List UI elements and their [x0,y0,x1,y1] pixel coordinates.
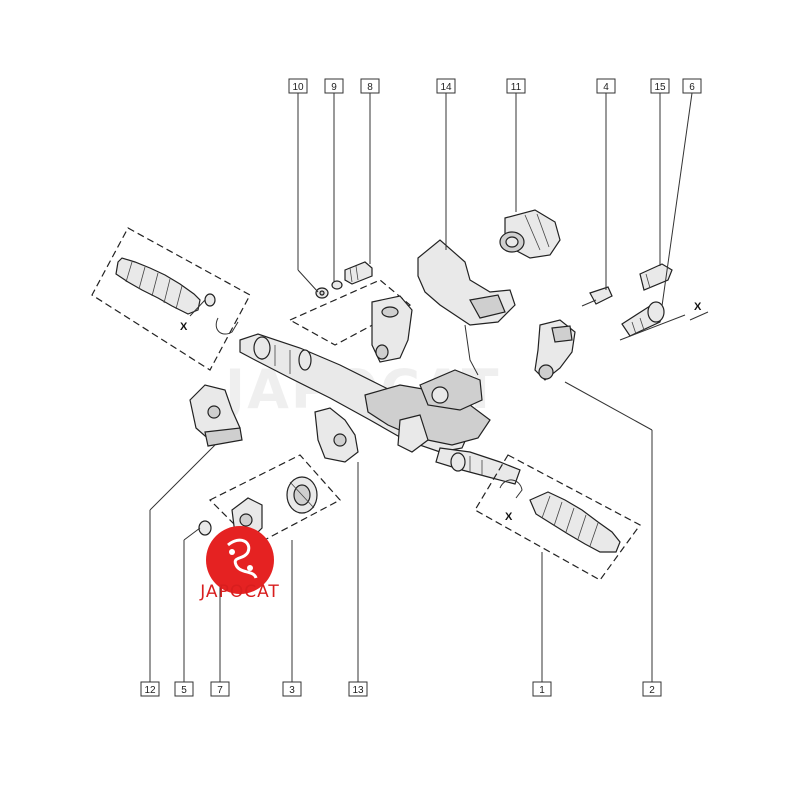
bushing-clamp-group [198,454,341,546]
steering-rack [239,333,521,485]
callout-13: 13 [348,681,368,697]
callout-15: 15 [650,78,670,94]
left-boot-group: X [91,227,251,371]
callout-4: 4 [596,78,616,94]
dim-x-right: X [505,511,513,523]
left-mount-bracket [189,384,243,447]
callout-2: 2 [642,681,662,697]
right-mount-bracket: X [534,263,709,381]
callout-9: 9 [324,78,344,94]
center-bracket [314,407,359,463]
callout-labels: 10 9 8 14 11 4 15 6 12 5 7 3 13 1 2 [140,78,702,697]
svg-text:7: 7 [217,685,223,696]
svg-text:2: 2 [649,685,655,696]
svg-text:12: 12 [144,685,156,696]
dim-x-bolt: X [694,301,702,313]
callout-14: 14 [436,78,456,94]
svg-text:9: 9 [331,82,337,93]
svg-text:1: 1 [539,685,545,696]
callout-11: 11 [506,78,526,94]
leader-lines [149,92,693,688]
center-clamp-group [288,261,413,363]
svg-text:8: 8 [367,82,373,93]
callout-10: 10 [288,78,308,94]
logo-text: JAPOCAT [199,582,280,602]
steering-column-seal [499,209,561,259]
callout-6: 6 [682,78,702,94]
heat-shield [417,239,516,376]
svg-text:5: 5 [181,685,187,696]
callout-5: 5 [174,681,194,697]
japocat-logo: JAPOCAT [199,526,280,602]
callout-1: 1 [532,681,552,697]
right-boot-group: X [474,454,641,581]
svg-text:11: 11 [511,82,522,93]
logo-glyph-icon [227,538,258,579]
svg-text:6: 6 [689,82,695,93]
callout-7: 7 [210,681,230,697]
svg-text:14: 14 [440,82,452,93]
callout-3: 3 [282,681,302,697]
dim-x-left: X [180,321,188,333]
callout-8: 8 [360,78,380,94]
callout-12: 12 [140,681,160,697]
svg-text:3: 3 [289,685,295,696]
svg-text:13: 13 [352,685,364,696]
svg-text:10: 10 [292,82,304,93]
svg-text:15: 15 [654,82,666,93]
svg-text:4: 4 [603,82,609,93]
